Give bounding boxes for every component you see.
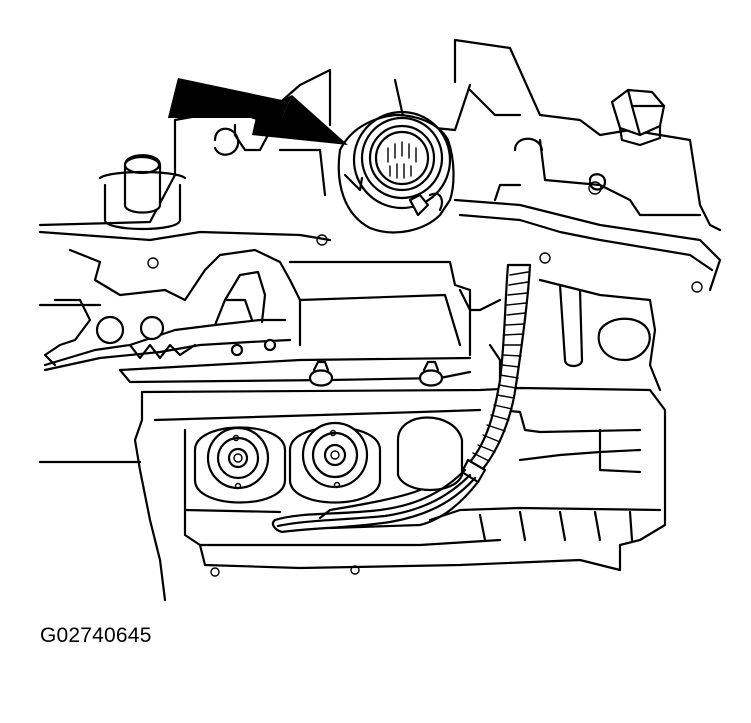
solenoid-middle (288, 421, 382, 504)
left-edge-lines (38, 303, 142, 464)
right-housing (458, 278, 662, 392)
lower-case (133, 386, 667, 602)
hex-bolt (610, 88, 666, 147)
electrical-connector (337, 110, 455, 234)
upper-housing (38, 38, 722, 293)
solenoid-right (396, 416, 464, 492)
wiring-harness (271, 263, 532, 534)
left-stud (98, 154, 187, 231)
arrow-icon (168, 78, 348, 145)
figure-code: G02740645 (40, 624, 152, 647)
valve-body-plate (118, 260, 472, 387)
manual-valve-linkage (43, 248, 302, 372)
solenoid-left (193, 426, 287, 504)
